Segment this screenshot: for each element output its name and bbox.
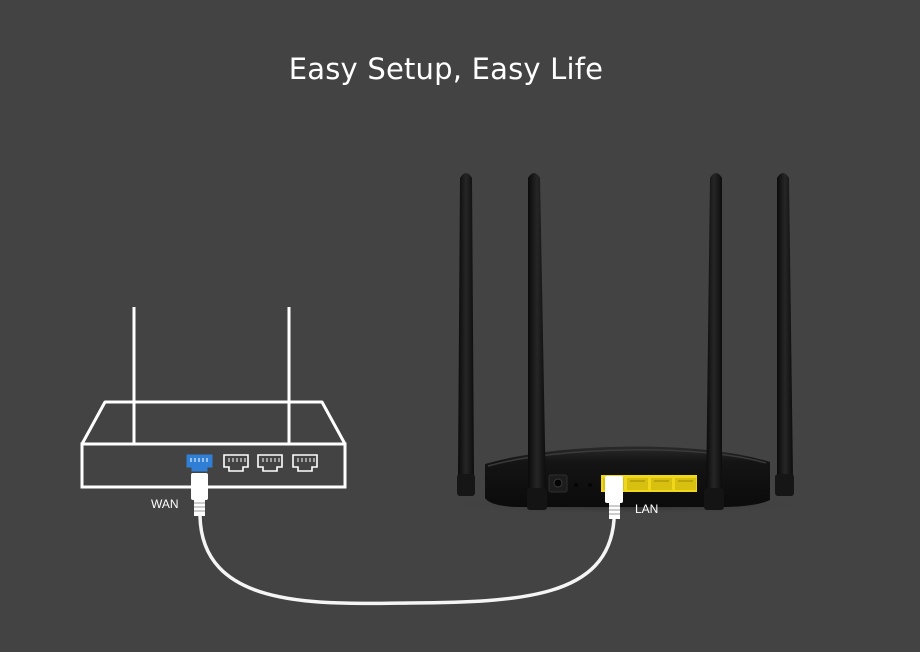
headline: Easy Setup, Easy Life xyxy=(288,52,604,86)
router-device: LAN xyxy=(438,173,818,519)
wan-port-icon xyxy=(186,454,213,472)
modem-outline: WAN xyxy=(80,307,347,516)
router-antenna xyxy=(527,173,547,510)
wps-hole-icon xyxy=(588,483,592,487)
lan-label: LAN xyxy=(635,502,658,516)
modem-lan-port-icon xyxy=(257,454,283,472)
router-antenna xyxy=(704,173,724,510)
wan-label: WAN xyxy=(151,497,179,511)
router-antenna xyxy=(457,173,475,496)
lan-plug-icon xyxy=(605,476,623,519)
modem-top xyxy=(80,400,347,446)
router-antenna xyxy=(775,173,794,496)
modem-front xyxy=(80,442,347,489)
modem-lan-port-icon xyxy=(223,454,249,472)
ethernet-cable xyxy=(198,514,616,606)
reset-hole-icon xyxy=(574,483,578,487)
modem-lan-port-icon xyxy=(292,454,318,472)
wan-plug-icon xyxy=(191,473,208,516)
